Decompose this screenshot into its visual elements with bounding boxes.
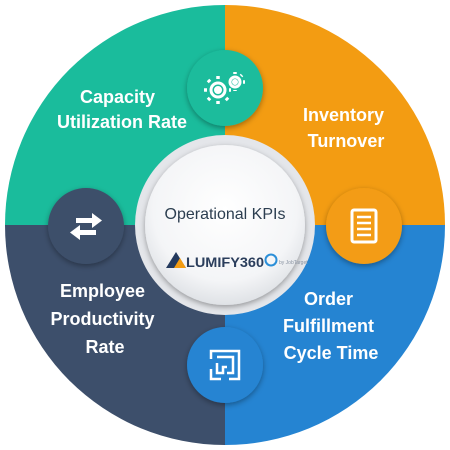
label-order-line-3: Cycle Time	[284, 343, 379, 363]
center-title: Operational KPIs	[165, 206, 286, 223]
label-employee-line-3: Rate	[85, 337, 124, 357]
label-employee-line-1: Employee	[60, 281, 145, 301]
label-inventory-line-2: Turnover	[308, 131, 385, 151]
document-icon	[326, 188, 402, 264]
svg-text:LUMIFY360: LUMIFY360	[186, 254, 264, 270]
label-order-line-2: Fulfillment	[283, 316, 374, 336]
label-inventory: Inventory Turnover	[303, 105, 389, 151]
label-employee: Employee Productivity Rate	[50, 281, 159, 357]
svg-text:by JobTarget: by JobTarget	[279, 260, 308, 266]
center-disc	[145, 145, 305, 305]
label-capacity: Capacity Utilization Rate	[57, 87, 187, 132]
label-order-line-1: Order	[304, 289, 353, 309]
label-capacity-line-2: Utilization Rate	[57, 112, 187, 132]
lumify360-logo: LUMIFY360 by JobTarget	[166, 252, 308, 270]
swap-arrows-icon	[48, 188, 124, 264]
gears-icon	[187, 50, 263, 126]
center-hub: Operational KPIs LUMIFY360 by JobTarget	[135, 135, 315, 315]
label-capacity-line-1: Capacity	[80, 87, 155, 107]
label-employee-line-2: Productivity	[50, 309, 154, 329]
label-inventory-line-1: Inventory	[303, 105, 384, 125]
maze-icon	[187, 327, 263, 403]
label-order: Order Fulfillment Cycle Time	[283, 289, 379, 363]
